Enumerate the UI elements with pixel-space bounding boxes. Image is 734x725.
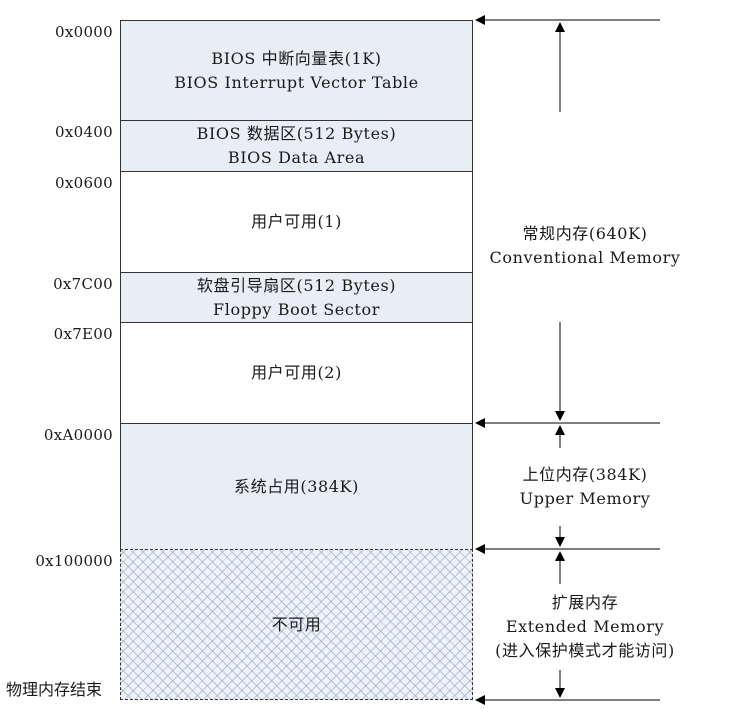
address-label: 0x0600 (55, 174, 113, 192)
address-label: 0x0400 (55, 123, 113, 141)
block-system-reserved: 系统占用(384K) (120, 423, 473, 550)
address-label: 0x100000 (35, 552, 113, 570)
region-title: 扩展内存 (551, 593, 619, 612)
block-title: 不可用 (271, 614, 322, 634)
block-title: BIOS 数据区(512 Bytes) (196, 124, 397, 143)
address-label: 0x7E00 (53, 325, 113, 343)
region-title: 常规内存(640K) (522, 224, 648, 243)
block-subtitle: BIOS Interrupt Vector Table (174, 72, 419, 92)
address-label: 0x7C00 (53, 275, 113, 293)
region-label-upper: 上位内存(384K) Upper Memory (480, 463, 690, 511)
block-title: 系统占用(384K) (234, 476, 359, 496)
region-subtitle: Extended Memory (505, 617, 665, 636)
block-title: BIOS 中断向量表(1K) (211, 48, 382, 68)
region-label-conventional: 常规内存(640K) Conventional Memory (480, 222, 690, 270)
region-label-extended: 扩展内存 Extended Memory (进入保护模式才能访问) (480, 591, 690, 663)
block-bios-data-area: BIOS 数据区(512 Bytes) BIOS Data Area (120, 120, 473, 172)
block-title: 用户可用(1) (251, 212, 342, 231)
region-subtitle: Conventional Memory (489, 248, 681, 267)
block-subtitle: Floppy Boot Sector (213, 299, 380, 319)
block-unavailable: 不可用 (120, 549, 473, 700)
block-title: 软盘引导扇区(512 Bytes) (196, 275, 397, 295)
block-bios-ivt: BIOS 中断向量表(1K) BIOS Interrupt Vector Tab… (120, 20, 473, 121)
address-label: 0x0000 (55, 23, 113, 41)
block-subtitle: BIOS Data Area (227, 148, 366, 167)
block-title: 用户可用(2) (251, 363, 342, 382)
block-floppy-boot-sector: 软盘引导扇区(512 Bytes) Floppy Boot Sector (120, 272, 473, 323)
region-title: 上位内存(384K) (522, 465, 648, 484)
address-label: 0xA0000 (43, 426, 113, 444)
region-subtitle: Upper Memory (519, 489, 651, 508)
region-note: (进入保护模式才能访问) (495, 641, 675, 660)
physical-memory-end-label: 物理内存结束 (6, 680, 103, 699)
